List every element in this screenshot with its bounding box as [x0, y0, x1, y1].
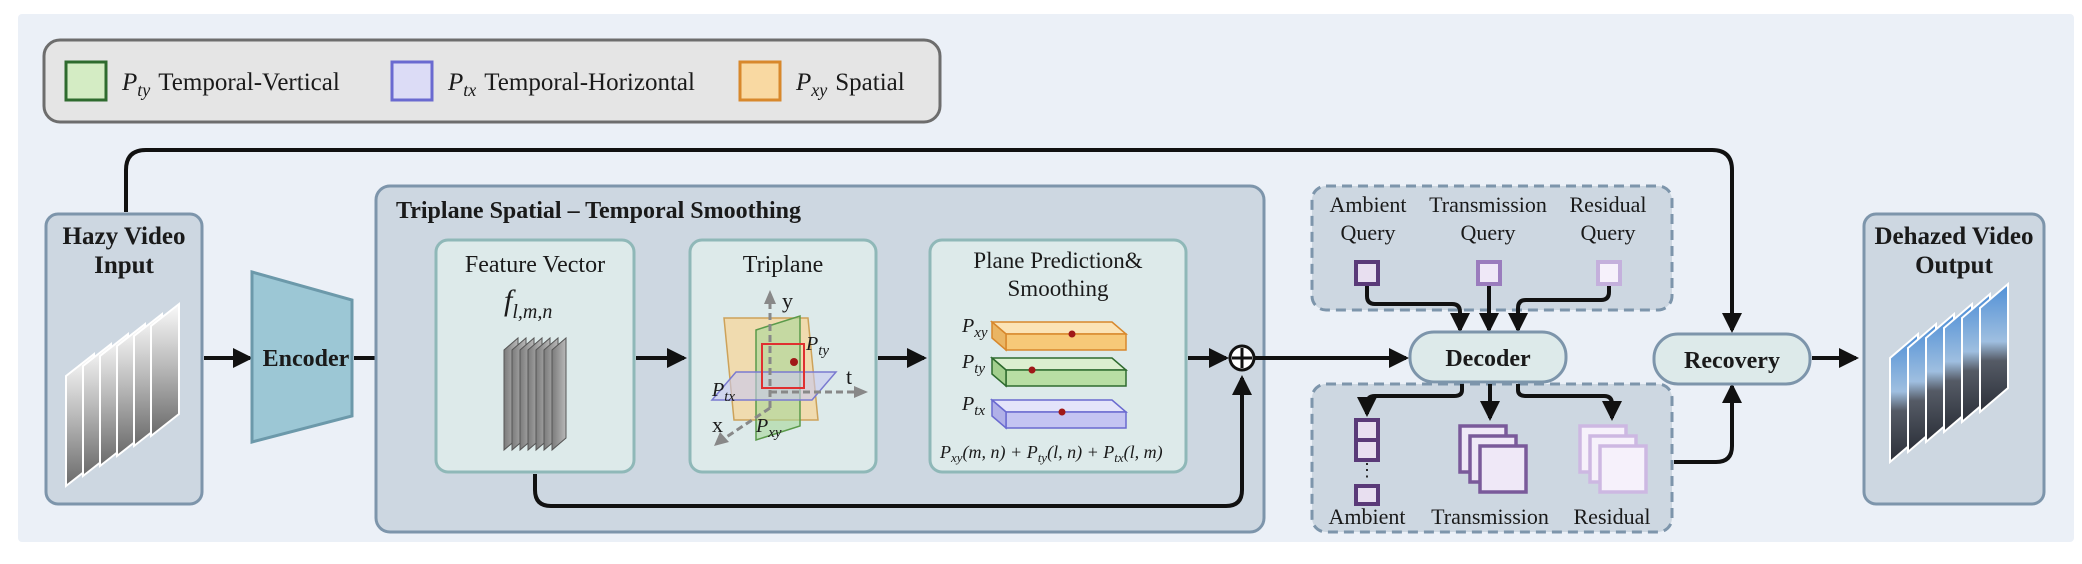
transmission-query-token — [1476, 260, 1502, 286]
feature-vector-box: Feature Vector fl,m,n — [434, 238, 636, 474]
arrow-ambient-query-to-decoder — [1365, 286, 1470, 333]
sum-node — [1228, 344, 1256, 372]
residual-output-label: Residual — [1574, 504, 1651, 529]
skip-connection-arrow — [124, 148, 1742, 333]
recovery-pill — [1652, 332, 1812, 386]
plane-prediction-title-line2: Smoothing — [1008, 276, 1109, 301]
ambient-query-line1: Ambient — [1330, 192, 1407, 217]
plane-label-pty: Pty — [961, 351, 985, 377]
smoothing-formula: Pxy(m, n) + Pty(l, n) + Ptx(l, m) — [939, 442, 1163, 465]
output-title-line1: Dehazed Video — [1874, 223, 2033, 250]
ambient-output-icon: ⋮ — [1354, 418, 1380, 506]
decoder-node: Decoder — [1408, 330, 1568, 384]
transmission-query-line2: Query — [1461, 220, 1516, 245]
triplane-label-ptx: Ptx — [711, 379, 735, 405]
residual-query-line2: Query — [1581, 220, 1636, 245]
transmission-output-icon — [1458, 424, 1528, 494]
feature-vector-stack — [503, 336, 567, 452]
plane-prediction-title-line1: Plane Prediction& — [973, 248, 1142, 273]
components-panel: ⋮ Ambient Transmission Residual — [1310, 382, 1674, 534]
plane-label-pxy: Pxy — [961, 315, 988, 341]
encoder-trapezoid — [250, 270, 354, 444]
triplane-section-title: Triplane Spatial – Temporal Smoothing — [396, 198, 801, 224]
transmission-output-label: Transmission — [1431, 504, 1549, 529]
hazy-video-input-node: Hazy Video Input — [44, 212, 204, 506]
ambient-query-token — [1354, 260, 1380, 286]
plane-slab-xy — [989, 320, 1129, 352]
legend-swatch-blue — [390, 60, 434, 102]
feature-vector-title: Feature Vector — [465, 252, 605, 278]
arrow-components-to-recovery — [1674, 383, 1742, 464]
decoder-pill — [1408, 330, 1568, 384]
decoder-label: Decoder — [1445, 346, 1531, 372]
triplane-label-pty: Pty — [805, 333, 829, 359]
residual-connection-arrow — [533, 375, 1252, 508]
arrow-residual-query-to-decoder — [1508, 286, 1611, 333]
triplane-3d-planes — [710, 290, 868, 446]
arrow-decoder-to-ambient — [1357, 384, 1464, 417]
residual-query-token — [1596, 260, 1622, 286]
hazy-frames-stack — [65, 301, 180, 489]
encoder-node: Encoder — [250, 270, 354, 444]
residual-output-icon — [1578, 424, 1648, 494]
ambient-query-line2: Query — [1341, 220, 1396, 245]
dehazed-video-output-node: Dehazed Video Output — [1862, 212, 2046, 506]
plane-label-ptx: Ptx — [961, 393, 985, 419]
triplane-label-pxy: Pxy — [755, 415, 782, 441]
recovery-node: Recovery — [1652, 332, 1812, 386]
legend-box — [42, 38, 942, 124]
legend-swatch-green — [64, 60, 108, 102]
residual-query-line1: Residual — [1570, 192, 1647, 217]
output-title-line2: Output — [1915, 252, 1993, 279]
axis-x-label: x — [712, 412, 723, 437]
arrow-decoder-to-residual — [1516, 384, 1622, 421]
transmission-query-line1: Transmission — [1429, 192, 1547, 217]
dehazed-frames-stack — [1889, 281, 2009, 465]
plane-prediction-box: Plane Prediction& Smoothing Pxy — [928, 238, 1188, 474]
input-title-line2: Input — [94, 252, 154, 279]
legend-swatch-orange — [738, 60, 782, 102]
encoder-label: Encoder — [263, 346, 350, 372]
ambient-output-label: Ambient — [1329, 504, 1406, 529]
plane-slab-tx — [989, 398, 1129, 430]
triplane-title: Triplane — [743, 252, 823, 278]
svg-text:⋮: ⋮ — [1358, 460, 1376, 480]
axis-t-label: t — [846, 364, 852, 389]
triplane-section: Triplane Spatial – Temporal Smoothing Fe… — [374, 184, 1266, 534]
recovery-label: Recovery — [1684, 348, 1780, 374]
triplane-box: Triplane y t x Pty Ptx Pxy — [688, 238, 878, 474]
query-panel: Ambient Query Transmission Query Residua… — [1310, 184, 1674, 312]
plane-slab-ty — [989, 356, 1129, 388]
input-title-line1: Hazy Video — [63, 223, 186, 250]
axis-y-label: y — [782, 288, 793, 313]
query-panel-box — [1310, 184, 1674, 312]
